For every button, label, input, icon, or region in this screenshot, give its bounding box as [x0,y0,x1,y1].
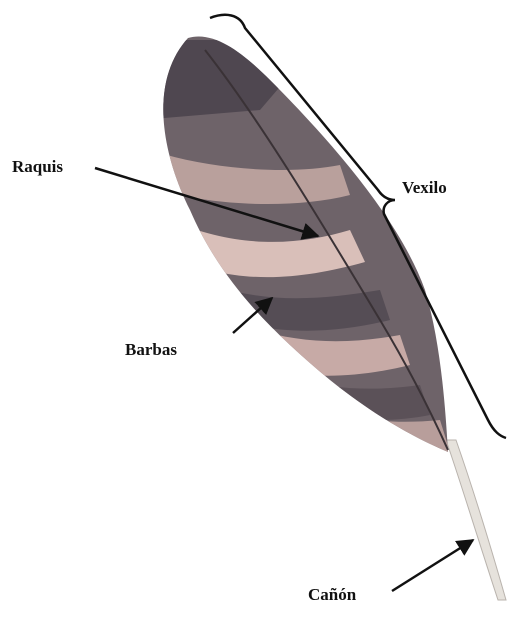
raquis-label: Raquis [12,157,63,176]
barbas-label: Barbas [125,340,177,359]
vexilo-label: Vexilo [402,178,447,197]
canon-arrow [392,540,473,591]
feather-shaft [446,440,506,600]
feather-vane [140,36,450,452]
canon-label: Cañón [308,585,357,604]
